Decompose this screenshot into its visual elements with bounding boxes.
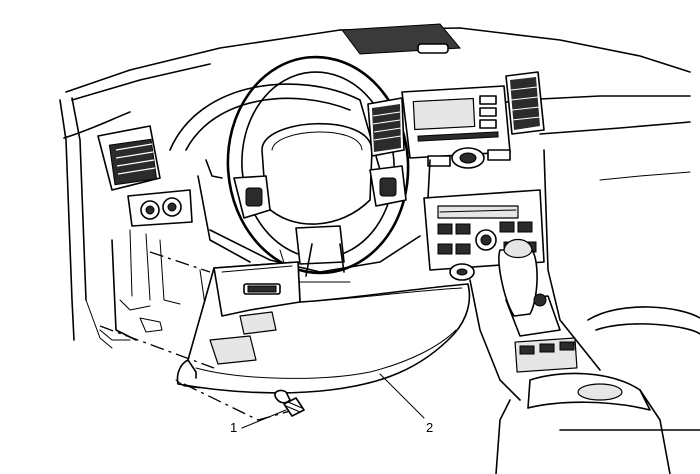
center-air-vents bbox=[367, 71, 545, 157]
steering-wheel bbox=[226, 55, 410, 275]
glove-box bbox=[175, 261, 471, 394]
lower-column-area bbox=[129, 229, 421, 305]
callout-1-leader bbox=[241, 409, 287, 429]
radio-head-unit bbox=[401, 85, 511, 169]
left-a-pillar bbox=[59, 97, 131, 349]
glove-box-screw bbox=[274, 389, 305, 417]
callout-2-label: 2 bbox=[426, 420, 433, 435]
left-switch-bank bbox=[127, 189, 193, 227]
dash-speaker-grille bbox=[341, 23, 462, 55]
alignment-lines bbox=[99, 251, 295, 421]
left-air-vent bbox=[97, 125, 161, 191]
callout-2-leader bbox=[379, 373, 425, 419]
callout-1-label: 1 bbox=[230, 420, 237, 435]
callout-leaders bbox=[241, 373, 425, 429]
center-console bbox=[427, 149, 700, 474]
instrument-cluster-hood bbox=[169, 83, 381, 263]
